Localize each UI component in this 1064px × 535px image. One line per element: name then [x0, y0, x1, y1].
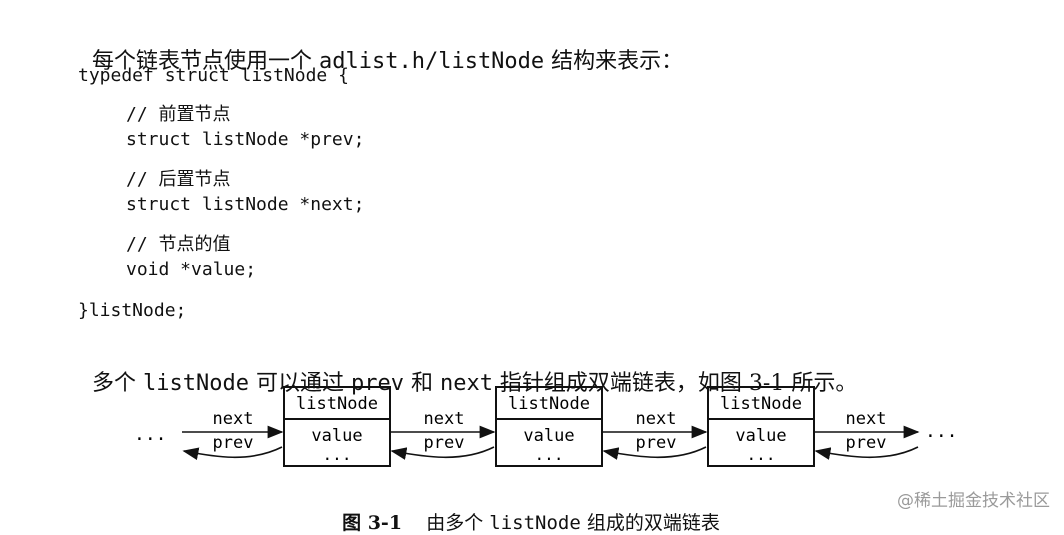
code-comment-next: // 后置节点	[126, 169, 231, 190]
link-3-out: next prev	[814, 409, 920, 460]
caption-text-1: 由多个	[426, 512, 490, 534]
intro-text-suffix: 结构来表示：	[544, 49, 684, 74]
prev-label: prev	[424, 433, 465, 453]
desc-code-prev: prev	[350, 371, 404, 396]
code-line-value: void *value;	[126, 259, 257, 280]
next-label: next	[213, 409, 254, 429]
prev-arrow	[814, 446, 919, 460]
intro-text-prefix: 每个链表节点使用一个	[92, 49, 319, 74]
node-value: value	[523, 426, 574, 446]
desc-text-4: 指针组成双端链表，如图 3-1 所示。	[492, 371, 858, 396]
desc-code-listnode: listNode	[143, 371, 249, 396]
prev-label: prev	[846, 433, 887, 453]
prev-arrow	[602, 446, 707, 460]
next-label: next	[636, 409, 677, 429]
link-0-1: next prev	[182, 409, 284, 461]
desc-code-next: next	[439, 371, 493, 396]
next-label: next	[846, 409, 887, 429]
node-title: listNode	[720, 394, 802, 414]
right-ellipsis: ...	[925, 421, 958, 442]
next-label: next	[424, 409, 465, 429]
prev-arrow	[390, 446, 495, 460]
desc-text-1: 多个	[92, 371, 143, 396]
caption-text-2: 组成的双端链表	[580, 512, 720, 534]
list-node-1: listNode value ...	[283, 386, 391, 467]
code-line-end: }listNode;	[78, 300, 187, 321]
linked-list-diagram: ... ... listNode value ... listNode valu…	[134, 386, 958, 467]
prev-arrow	[182, 446, 283, 461]
code-comment-prev: // 前置节点	[126, 104, 231, 125]
code-comment-value: // 节点的值	[126, 234, 231, 255]
code-line-prev: struct listNode *prev;	[126, 129, 365, 150]
description-paragraph: 多个 listNode 可以通过 prev 和 next 指针组成双端链表，如图…	[78, 340, 857, 397]
code-line-next: struct listNode *next;	[126, 194, 365, 215]
figure-caption: 图 3-1 由多个 listNode 组成的双端链表	[330, 486, 720, 535]
caption-fig-number: 图 3-1	[342, 512, 403, 534]
node-more: ...	[323, 445, 352, 464]
intro-paragraph: 每个链表节点使用一个 adlist.h/listNode 结构来表示：	[78, 18, 683, 75]
prev-label: prev	[636, 433, 677, 453]
intro-code: adlist.h/listNode	[319, 49, 545, 74]
prev-label: prev	[213, 433, 254, 453]
link-1-2: next prev	[390, 409, 496, 460]
watermark: @稀土掘金技术社区	[897, 491, 1050, 511]
code-line-typedef: typedef struct listNode {	[78, 65, 349, 86]
list-node-3: listNode value ...	[707, 386, 815, 467]
desc-text-3: 和	[403, 371, 440, 396]
node-more: ...	[747, 445, 776, 464]
node-title: listNode	[296, 394, 378, 414]
desc-text-2: 可以通过	[248, 371, 351, 396]
node-value: value	[311, 426, 362, 446]
node-value: value	[735, 426, 786, 446]
left-ellipsis: ...	[134, 424, 167, 445]
node-more: ...	[535, 445, 564, 464]
caption-code: listNode	[489, 512, 581, 534]
node-title: listNode	[508, 394, 590, 414]
link-2-3: next prev	[602, 409, 708, 460]
list-node-2: listNode value ...	[495, 386, 603, 467]
